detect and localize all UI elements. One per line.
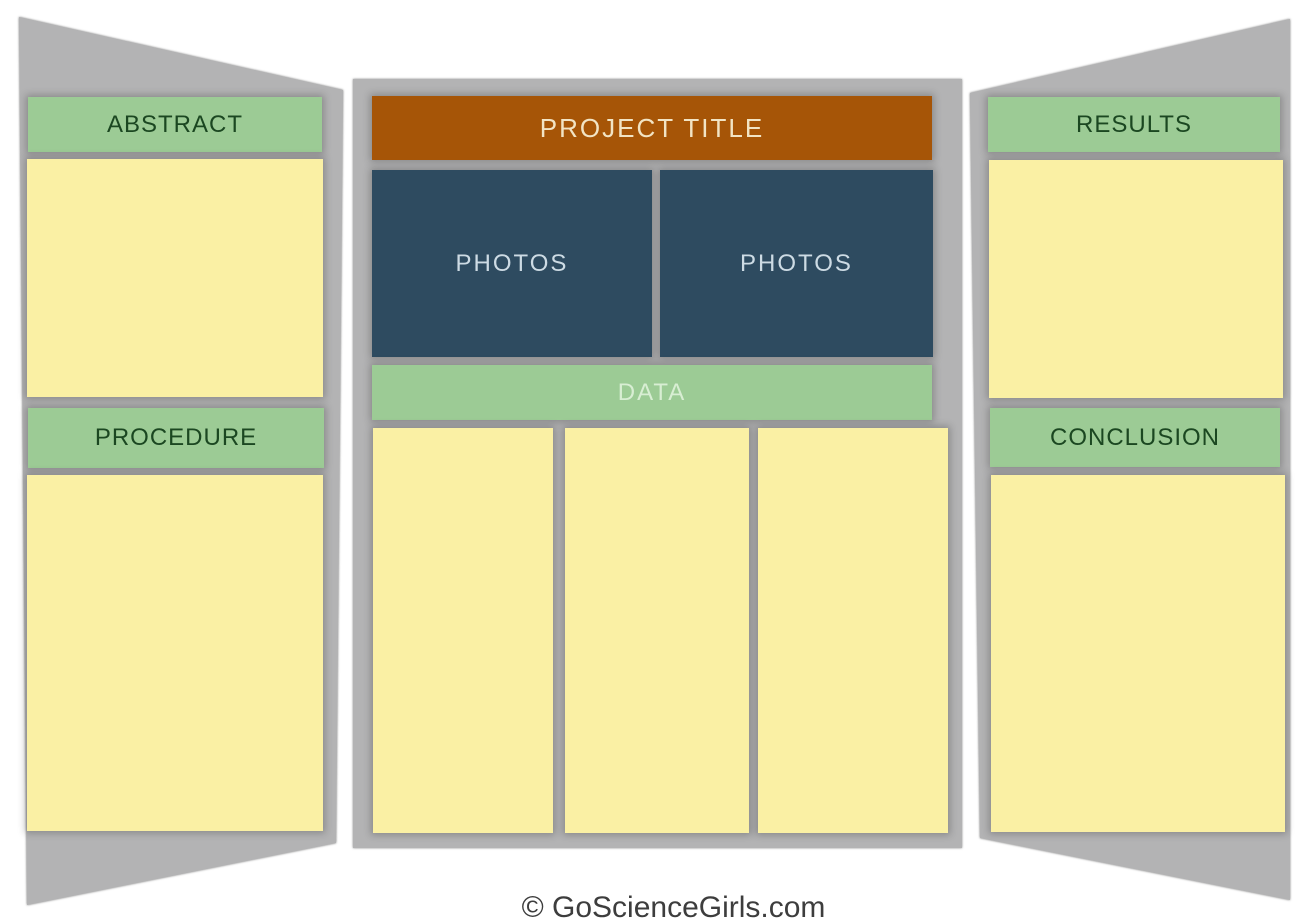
conclusion-content-area <box>991 475 1285 832</box>
results-label: RESULTS <box>1076 110 1192 138</box>
results-header: RESULTS <box>988 97 1280 152</box>
procedure-header: PROCEDURE <box>28 408 324 468</box>
project-title-bar: PROJECT TITLE <box>372 96 932 160</box>
abstract-content-area <box>27 159 323 397</box>
abstract-label: ABSTRACT <box>106 110 243 138</box>
project-title-label: PROJECT TITLE <box>539 112 765 143</box>
photos-left-label: PHOTOS <box>455 249 569 277</box>
procedure-label: PROCEDURE <box>94 424 258 451</box>
conclusion-header: CONCLUSION <box>990 408 1280 467</box>
content-column-3 <box>758 428 948 833</box>
data-label: DATA <box>617 378 687 406</box>
photos-right-label: PHOTOS <box>740 249 853 277</box>
photos-box-left: PHOTOS <box>372 170 652 357</box>
content-column-2 <box>565 428 749 833</box>
photos-box-right: PHOTOS <box>660 170 933 357</box>
conclusion-label: CONCLUSION <box>1049 423 1221 451</box>
data-header: DATA <box>372 365 932 420</box>
copyright-text: © GoScienceGirls.com <box>521 891 826 924</box>
results-content-area <box>989 160 1283 398</box>
procedure-content-area <box>27 475 323 831</box>
content-column-1 <box>373 428 553 833</box>
abstract-header: ABSTRACT <box>28 97 322 152</box>
